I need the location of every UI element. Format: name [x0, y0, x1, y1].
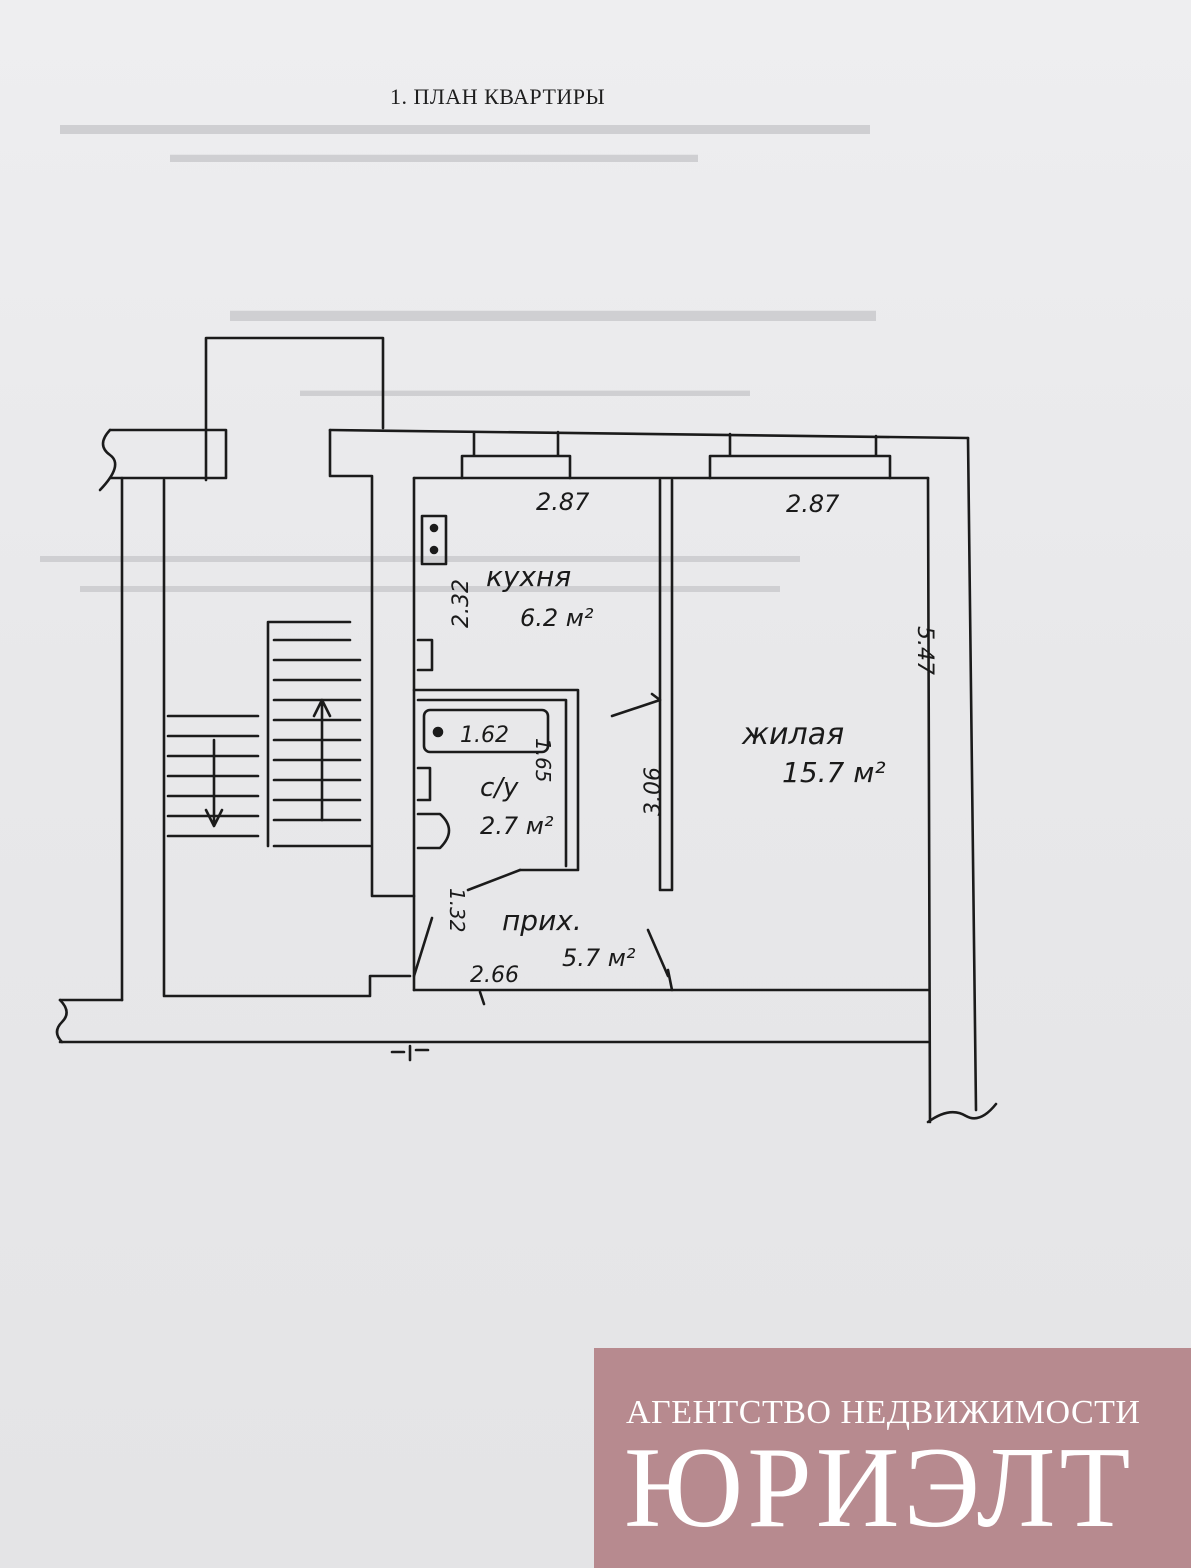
hall-door-swing [646, 928, 670, 978]
dim-bath-depth: 1.65 [531, 738, 555, 783]
bleed-through-text: ▬▬▬▬▬▬▬▬▬▬▬▬▬▬▬▬▬▬▬▬▬▬▬▬▬▬▬▬▬▬▬▬▬▬▬▬▬▬ [40, 545, 800, 567]
agency-subtitle: АГЕНТСТВО НЕДВИЖИМОСТИ [626, 1394, 1141, 1431]
dim-bathtub: 1.62 [460, 723, 509, 748]
bathtub-drain [432, 726, 444, 738]
right-inner-wall [926, 476, 932, 1124]
page-title: 1. ПЛАН КВАРТИРЫ [390, 84, 606, 109]
top-wall-outer [328, 428, 970, 440]
stairs-up [266, 620, 372, 848]
bathroom-walls [412, 688, 580, 872]
entry-door-swing [412, 916, 434, 978]
dim-hall-depth: 1.32 [445, 888, 469, 933]
kitchen-sink [416, 638, 434, 672]
dim-hall-width: 2.66 [470, 963, 519, 988]
room-area-kitchen: 6.2 м² [520, 604, 594, 632]
partition-wall [658, 478, 674, 892]
kitchen-window-sill [460, 430, 572, 480]
dim-living-width: 2.87 [786, 490, 840, 518]
bathtub [422, 708, 550, 754]
bathroom-door-swing [466, 868, 522, 892]
dim-kitchen-depth: 2.32 [449, 579, 474, 628]
agency-logo-text: ЮРИЭЛТ [624, 1424, 1135, 1552]
bleed-through-text: ▬▬▬▬▬▬▬▬▬▬▬▬▬▬▬▬▬▬▬▬▬▬▬▬▬▬▬ [60, 108, 870, 141]
room-label-kitchen: кухня [486, 560, 571, 593]
dim-living-depth: 5.47 [912, 626, 937, 675]
room-label-hallway: прих. [502, 904, 582, 937]
wall-break-symbol [55, 998, 68, 1044]
stairs-up-arrow [312, 698, 332, 822]
bleed-through-text: ▬▬▬▬▬▬▬▬▬▬▬▬▬▬▬▬▬▬▬▬▬▬▬▬▬▬▬▬▬▬▬▬▬▬▬ [80, 575, 780, 597]
top-wall-inner [328, 428, 416, 898]
room-label-bathroom: с/у [480, 773, 519, 803]
agency-banner: АГЕНТСТВО НЕДВИЖИМОСТИ ЮРИЭЛТ [594, 1348, 1191, 1568]
dim-kitchen-width: 2.87 [536, 488, 590, 516]
hall-tick [478, 990, 486, 1006]
toilet [416, 812, 451, 850]
stairs-down-arrow [204, 738, 224, 828]
room-label-living: жилая [741, 717, 844, 752]
dim-corridor-depth: 3.06 [641, 767, 666, 816]
stairwell-inner-wall [162, 478, 412, 998]
room-area-hallway: 5.7 м² [562, 944, 636, 972]
kitchen-stove [420, 514, 448, 566]
wall-break-symbol [926, 1102, 998, 1124]
living-window-sill [708, 432, 892, 480]
bleed-through-text: ▬▬▬▬▬▬▬▬▬▬▬▬▬▬▬▬▬▬▬▬▬▬ [170, 142, 698, 168]
wall-break-symbol [98, 428, 117, 492]
bathroom-sink [416, 766, 432, 802]
bleed-through-text: ▬▬▬▬▬▬▬▬▬▬▬▬▬▬▬▬▬▬▬ [230, 292, 876, 329]
scribble-mark [390, 1044, 430, 1062]
corridor-door-swing [610, 692, 662, 718]
hall-living-opening [666, 968, 674, 992]
room-area-living: 15.7 м² [782, 756, 886, 789]
left-wall-stub [108, 428, 228, 480]
room-area-bathroom: 2.7 м² [480, 812, 554, 840]
bleed-through-text: ▬▬▬▬▬▬▬▬▬▬▬▬▬▬▬▬▬▬▬▬▬▬▬▬▬ [300, 380, 750, 400]
right-outer-wall [966, 436, 978, 1112]
bottom-wall [58, 998, 930, 1044]
stair-shaft-top [204, 336, 385, 482]
